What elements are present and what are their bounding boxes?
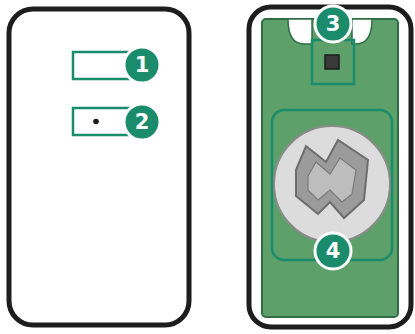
battery-holder — [296, 140, 368, 218]
callout-number: 4 — [318, 236, 348, 266]
device-front — [9, 9, 189, 325]
switch-component — [325, 55, 339, 69]
button-two — [73, 108, 129, 135]
component-highlight — [312, 40, 354, 84]
battery-clip — [308, 158, 356, 202]
callout-circle — [315, 233, 351, 269]
led-dot — [93, 119, 99, 125]
circuit-board — [262, 19, 398, 317]
callout-circle — [124, 104, 160, 140]
callout-number: 2 — [127, 107, 157, 137]
coin-battery — [274, 126, 390, 242]
callout-circle — [124, 47, 160, 83]
button-one — [73, 52, 129, 79]
callout-number: 3 — [318, 9, 348, 39]
callout-circle — [315, 6, 351, 42]
board-notch — [288, 19, 312, 44]
device-back — [249, 7, 411, 327]
callout-number: 1 — [127, 50, 157, 80]
